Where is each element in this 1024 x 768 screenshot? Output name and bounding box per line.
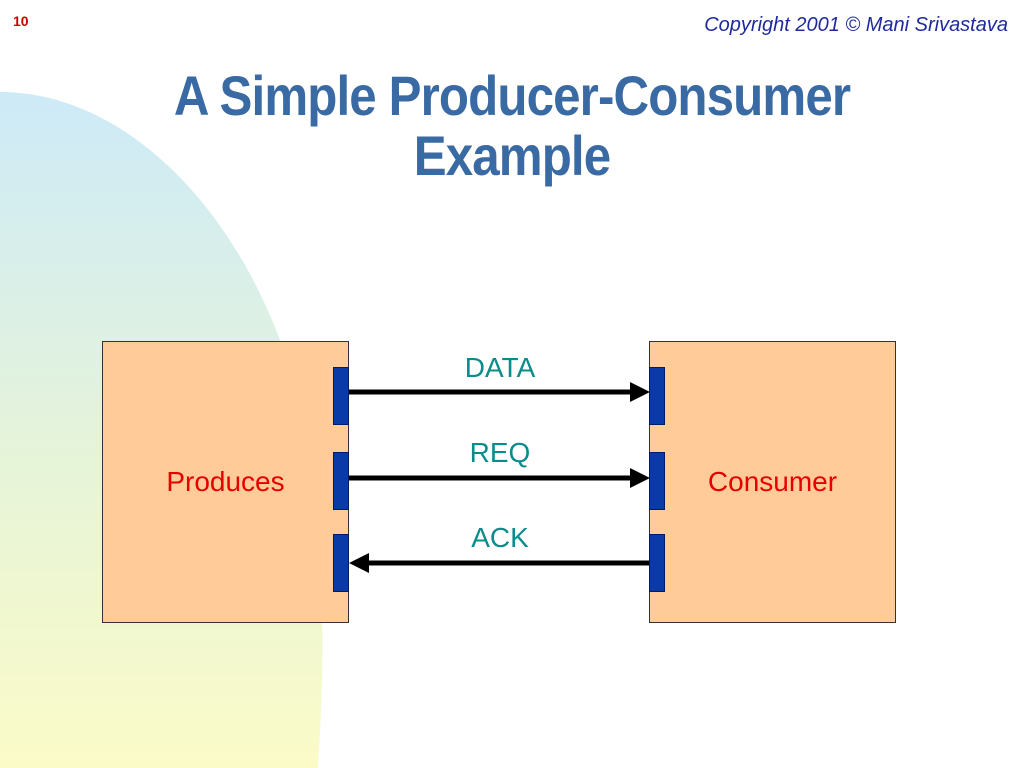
req-arrow xyxy=(349,468,650,488)
consumer-label: Consumer xyxy=(707,466,838,497)
signal-label-ack: ACK xyxy=(471,522,529,553)
title-line-2: Example xyxy=(413,124,611,187)
ack-arrow xyxy=(349,553,649,573)
consumer-port-ack xyxy=(649,534,665,592)
signal-label-data: DATA xyxy=(464,352,536,383)
producer-label: Produces xyxy=(166,466,285,497)
consumer-block xyxy=(649,341,896,623)
producer-port-req xyxy=(333,452,349,510)
data-arrow xyxy=(349,382,650,402)
copyright-notice: Copyright 2001 © Mani Srivastava xyxy=(704,14,1008,36)
producer-block xyxy=(102,341,349,623)
title-line-1: A Simple Producer-Consumer xyxy=(173,64,851,127)
producer-port-ack xyxy=(333,534,349,592)
consumer-port-req xyxy=(649,452,665,510)
slide-title: A Simple Producer-Consumer Example xyxy=(97,66,928,186)
signal-label-req: REQ xyxy=(469,437,531,468)
consumer-port-data xyxy=(649,367,665,425)
producer-port-data xyxy=(333,367,349,425)
slide-number: 10 xyxy=(13,13,29,29)
